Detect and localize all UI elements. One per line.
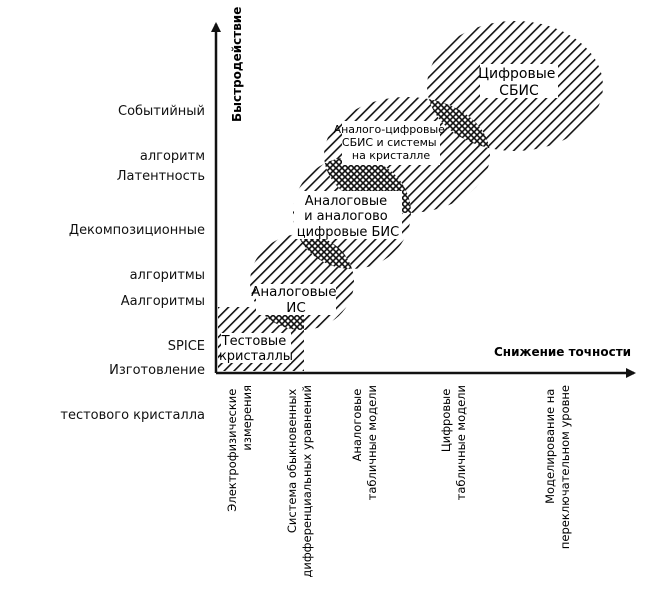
x-label-3: Аналоговые табличные модели <box>350 385 379 500</box>
y-label-test-crystal-fab: Изготовление тестового кристалла <box>60 363 205 423</box>
label-digital-vlsi: Цифровые СБИС <box>478 66 560 99</box>
overlap-mixed-digital <box>427 97 490 151</box>
label-analog-ic: Аналоговые ИС <box>251 284 341 316</box>
region-labels: Тестовые кристаллы Аналоговые ИС Аналого… <box>219 66 560 364</box>
label-test-crystals: Тестовые кристаллы <box>219 334 293 364</box>
label-mixed-vlsi-soc: Аналого-цифровые СБИС и системы на крист… <box>334 123 449 162</box>
label-backgrounds <box>221 64 558 363</box>
x-label-4: Цифровые табличные модели <box>439 385 468 500</box>
x-label-1: Электрофизические измерения <box>225 385 254 512</box>
x-axis-labels: Электрофизические измерения Система обык… <box>225 385 572 578</box>
label-analog-digital-lsi: Аналоговые и аналогово цифровые БИС <box>297 194 399 240</box>
y-label-event-algorithm: Событийный алгоритм <box>118 104 205 164</box>
x-label-2: Система обыкновенных дифференциальных ур… <box>285 385 314 578</box>
y-label-latency: Латентность <box>116 169 205 184</box>
y-label-decomposition: Декомпозиционные алгоритмы <box>68 223 205 283</box>
y-axis-title: Быстродействие <box>230 7 244 122</box>
overlap-lsi-mixed <box>324 157 411 213</box>
overlap-analog-ic-lsi <box>293 234 354 269</box>
x-axis-title: Снижение точности <box>494 345 631 359</box>
x-label-5: Моделирование на переключательном уровне <box>543 385 572 549</box>
y-label-spice: Аалгоритмы SPICE <box>120 294 205 354</box>
axes <box>211 22 636 378</box>
